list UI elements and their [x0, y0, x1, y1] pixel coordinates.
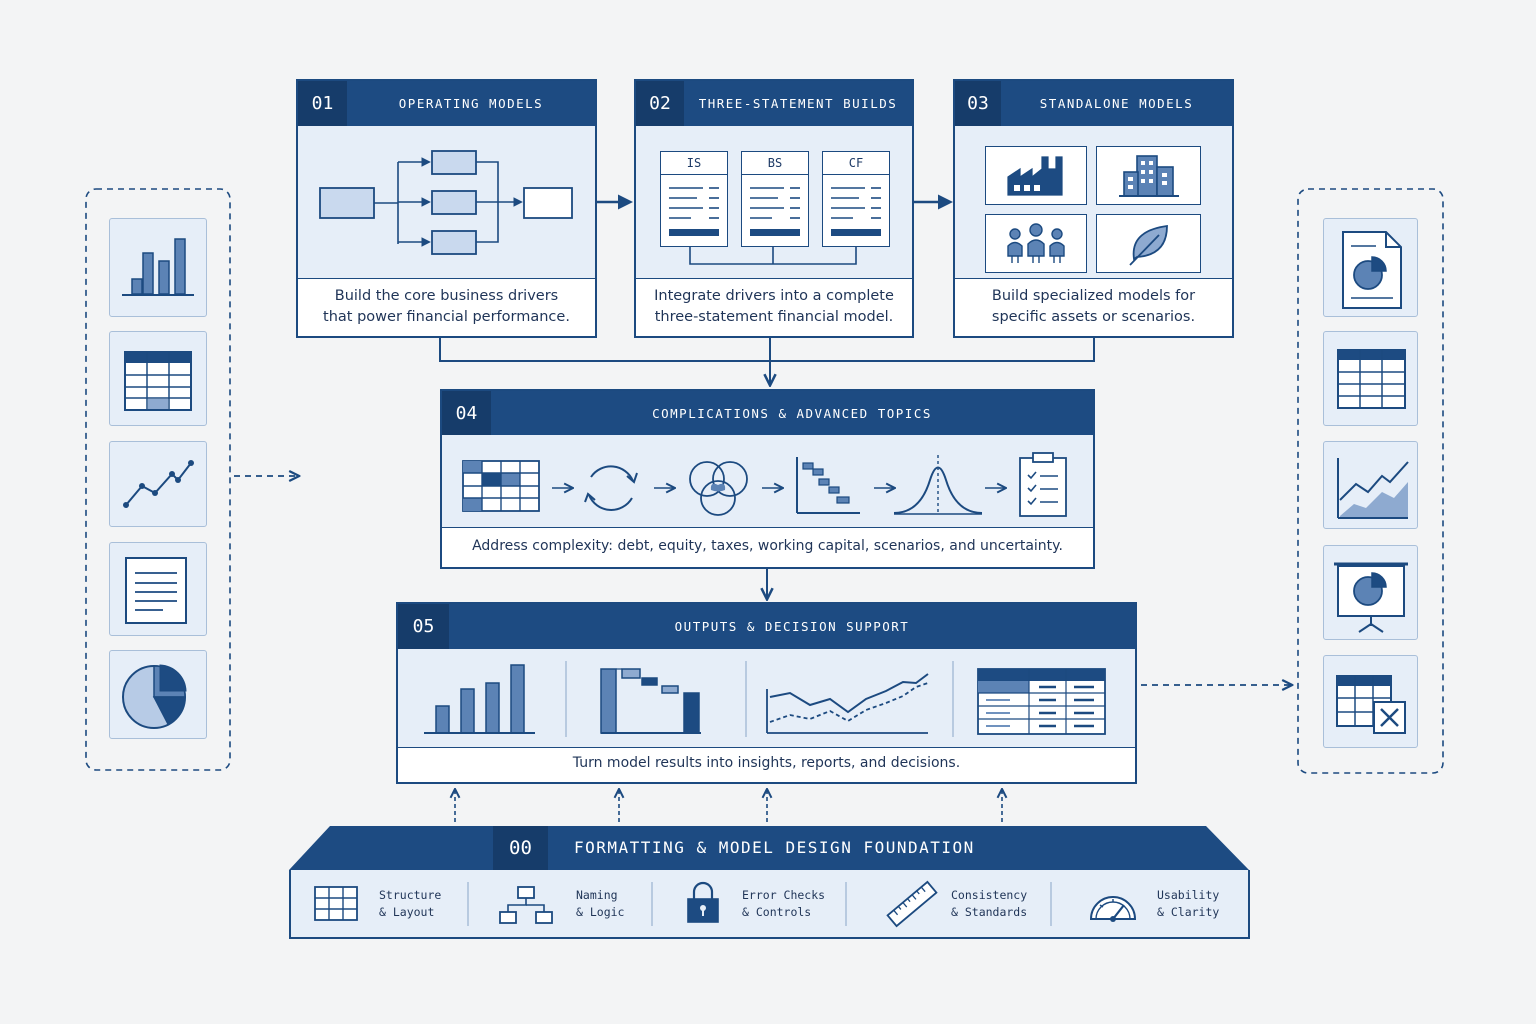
leaf-icon: [1129, 224, 1168, 266]
checklist-icon: [1019, 452, 1067, 517]
presentation-icon: [1334, 562, 1408, 633]
input-tile-line-chart: [109, 441, 207, 527]
foundation-number: 00: [509, 837, 532, 859]
step-header: 05 OUTPUTS & DECISION SUPPORT: [398, 604, 1135, 649]
step-number: 03: [955, 81, 1001, 126]
excel-file-icon: [1336, 675, 1406, 734]
bar-chart-icon: [122, 238, 194, 296]
step-illustration: [298, 126, 595, 279]
grid-icon: [314, 886, 358, 921]
driver-tree-icon: [319, 150, 573, 255]
statement-lines: [750, 187, 800, 236]
venn-icon: [689, 461, 748, 516]
statement-label: IS: [661, 152, 727, 175]
step-header: 04 COMPLICATIONS & ADVANCED TOPICS: [442, 391, 1093, 435]
factory-tile: [985, 146, 1087, 205]
matrix-icon: [462, 460, 540, 512]
spreadsheet-icon: [1337, 349, 1406, 409]
step-card-05: 05 OUTPUTS & DECISION SUPPORT: [396, 602, 1137, 784]
complications-flow: [462, 452, 1067, 517]
step-title: OPERATING MODELS: [398, 96, 544, 111]
statement-bs: BS: [741, 151, 809, 247]
lock-icon: [687, 881, 719, 923]
step-card-04: 04 COMPLICATIONS & ADVANCED TOPICS: [440, 389, 1095, 569]
outputs-visuals: [424, 661, 1106, 737]
step-title: COMPLICATIONS & ADVANCED TOPICS: [652, 405, 932, 421]
output-tile-presentation: [1323, 545, 1418, 640]
step-number: 01: [298, 81, 347, 126]
step-number: 04: [442, 391, 491, 435]
pie-chart-icon: [122, 664, 187, 729]
statement-linkage: [689, 247, 857, 265]
output-tile-excel-file: [1323, 655, 1418, 748]
waterfall-chart-icon: [600, 668, 701, 734]
factory-icon: [1007, 156, 1063, 196]
statement-label: BS: [742, 152, 808, 175]
step-card-01: 01 OPERATING MODELS Build the core busin…: [296, 79, 597, 338]
step-title: OUTPUTS & DECISION SUPPORT: [674, 619, 910, 634]
report-icon: [1342, 231, 1402, 309]
input-tile-bar-chart: [109, 218, 207, 317]
foundation-item-label: Error Checks & Controls: [742, 888, 826, 919]
document-icon: [125, 557, 187, 624]
statement-label: CF: [823, 152, 889, 175]
output-tile-spreadsheet: [1323, 331, 1418, 426]
foundation-item-label: Usability & Clarity: [1157, 888, 1220, 919]
cycle-icon: [584, 465, 638, 511]
people-tile: [985, 214, 1087, 273]
output-tile-report: [1323, 218, 1418, 317]
ruler-icon: [886, 880, 938, 928]
spreadsheet-icon: [124, 351, 192, 411]
statement-lines: [831, 187, 881, 236]
area-chart-icon: [1337, 458, 1409, 519]
gauge-icon: [1089, 896, 1137, 922]
bar-chart-icon: [424, 664, 535, 734]
bell-curve-icon: [893, 455, 983, 515]
step-number: 02: [636, 81, 684, 126]
hierarchy-icon: [499, 886, 553, 924]
step-header: 02 THREE-STATEMENT BUILDS: [636, 81, 912, 126]
data-table-icon: [977, 668, 1106, 735]
step-number: 05: [398, 604, 449, 649]
step-title: THREE-STATEMENT BUILDS: [698, 96, 898, 111]
step-card-03: 03 STANDALONE MODELS: [953, 79, 1234, 338]
buildings-tile: [1096, 146, 1201, 205]
output-tile-area-chart: [1323, 441, 1418, 529]
input-tile-document: [109, 542, 207, 636]
foundation-base: [289, 870, 1250, 939]
statement-is: IS: [660, 151, 728, 247]
input-tile-pie-chart: [109, 650, 207, 739]
line-chart-icon: [123, 460, 194, 508]
step-title: STANDALONE MODELS: [1039, 96, 1194, 111]
waterfall-icon: [796, 457, 860, 514]
input-tile-spreadsheet: [109, 331, 207, 426]
line-chart-icon: [766, 673, 929, 734]
step-illustration: IS BS CF: [636, 126, 912, 279]
statement-lines: [669, 187, 719, 236]
step-illustration: [398, 649, 1135, 748]
step-header: 01 OPERATING MODELS: [298, 81, 595, 126]
statement-cf: CF: [822, 151, 890, 247]
step-illustration: [955, 126, 1232, 279]
people-icon: [1007, 223, 1065, 263]
foundation-item-label: Consistency & Standards: [951, 888, 1028, 919]
step-header: 03 STANDALONE MODELS: [955, 81, 1232, 126]
step-card-02: 02 THREE-STATEMENT BUILDS IS BS: [634, 79, 914, 338]
foundation-item-label: Naming & Logic: [576, 888, 625, 919]
step-description: Turn model results into insights, report…: [572, 755, 961, 771]
foundation-title: FORMATTING & MODEL DESIGN FOUNDATION: [574, 838, 975, 857]
step-illustration: [442, 435, 1093, 528]
foundation-item-label: Structure & Layout: [379, 888, 442, 919]
buildings-icon: [1119, 155, 1179, 197]
leaf-tile: [1096, 214, 1201, 273]
step-description: Address complexity: debt, equity, taxes,…: [472, 537, 1063, 554]
